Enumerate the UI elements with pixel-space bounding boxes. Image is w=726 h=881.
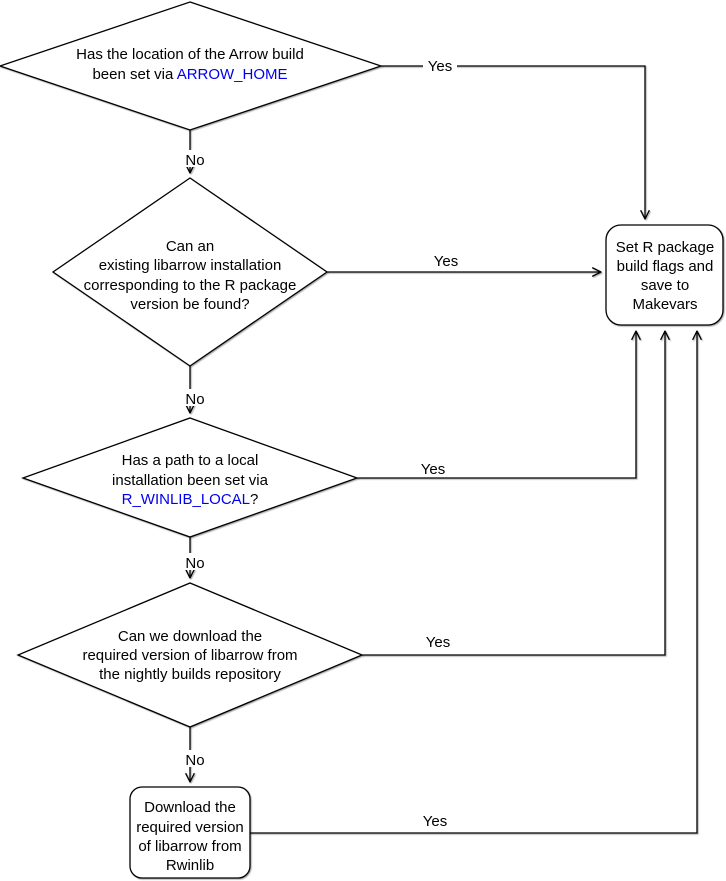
edge-winlib-local-yes — [357, 331, 636, 479]
decision-winlib-local-line2: installation been set via — [112, 472, 269, 489]
process-rwinlib-line3: of libarrow from — [138, 838, 241, 855]
edge-label-yes-4: Yes — [426, 634, 450, 651]
edge-label-no-4: No — [185, 752, 204, 769]
edge-label-yes-2: Yes — [434, 253, 458, 270]
decision-existing-install-line1: Can an — [166, 238, 214, 255]
process-makevars-line3: save to — [641, 277, 689, 294]
process-rwinlib-line1: Download the — [144, 799, 236, 816]
decision-winlib-local-line3-text: ? — [250, 491, 258, 508]
label-bg — [182, 389, 209, 406]
edge-label-yes-5: Yes — [423, 813, 447, 830]
edges-layer — [190, 65, 697, 834]
decision-winlib-local — [21, 417, 359, 538]
decision-winlib-local-line1: Has a path to a local — [122, 452, 259, 469]
decision-existing-install-line4: version be found? — [130, 296, 249, 313]
label-bg — [423, 57, 457, 74]
edge-labels-layer: Yes No Yes No Yes No Yes No Yes — [182, 57, 458, 830]
edge-rwinlib-yes — [250, 331, 697, 834]
label-bg — [182, 150, 209, 167]
edge-label-no-3: No — [185, 555, 204, 572]
label-bg — [182, 750, 209, 767]
process-makevars-line4: Makevars — [632, 296, 697, 313]
arrow-home-link[interactable]: ARROW_HOME — [177, 66, 288, 83]
edge-label-no-1: No — [185, 152, 204, 169]
decision-existing-install-line3: corresponding to the R package — [84, 277, 297, 294]
edge-nightly-yes — [362, 331, 665, 656]
process-rwinlib-line4: Rwinlib — [166, 857, 214, 874]
edge-label-no-2: No — [185, 391, 204, 408]
decision-arrow-home-line2: been set via ARROW_HOME — [92, 66, 287, 83]
label-bg — [182, 553, 209, 570]
decision-arrow-home-line2-text: been set via — [92, 66, 176, 83]
decision-nightly-line1: Can we download the — [118, 628, 262, 645]
decision-winlib-local-line3: R_WINLIB_LOCAL? — [122, 491, 259, 508]
decision-arrow-home-line1: Has the location of the Arrow build — [76, 46, 304, 63]
decision-nightly-line3: the nightly builds repository — [99, 666, 281, 683]
decision-nightly-line2: required version of libarrow from — [82, 647, 297, 664]
decision-nightly — [16, 582, 364, 728]
decision-arrow-home — [0, 1, 384, 131]
process-makevars — [605, 224, 724, 326]
process-rwinlib-line2: required version — [136, 819, 244, 836]
process-rwinlib — [129, 786, 251, 879]
decision-existing-install-line2: existing libarrow installation — [99, 257, 282, 274]
process-makevars-line1: Set R package — [616, 239, 714, 256]
edge-label-yes-3: Yes — [421, 461, 445, 478]
winlib-local-link[interactable]: R_WINLIB_LOCAL — [122, 491, 250, 508]
edge-label-yes-1: Yes — [428, 58, 452, 75]
decision-existing-install — [51, 177, 329, 367]
edge-arrow-home-yes — [381, 65, 645, 219]
text-layer: Has the location of the Arrow build been… — [76, 46, 714, 874]
process-makevars-line2: build flags and — [617, 258, 714, 275]
